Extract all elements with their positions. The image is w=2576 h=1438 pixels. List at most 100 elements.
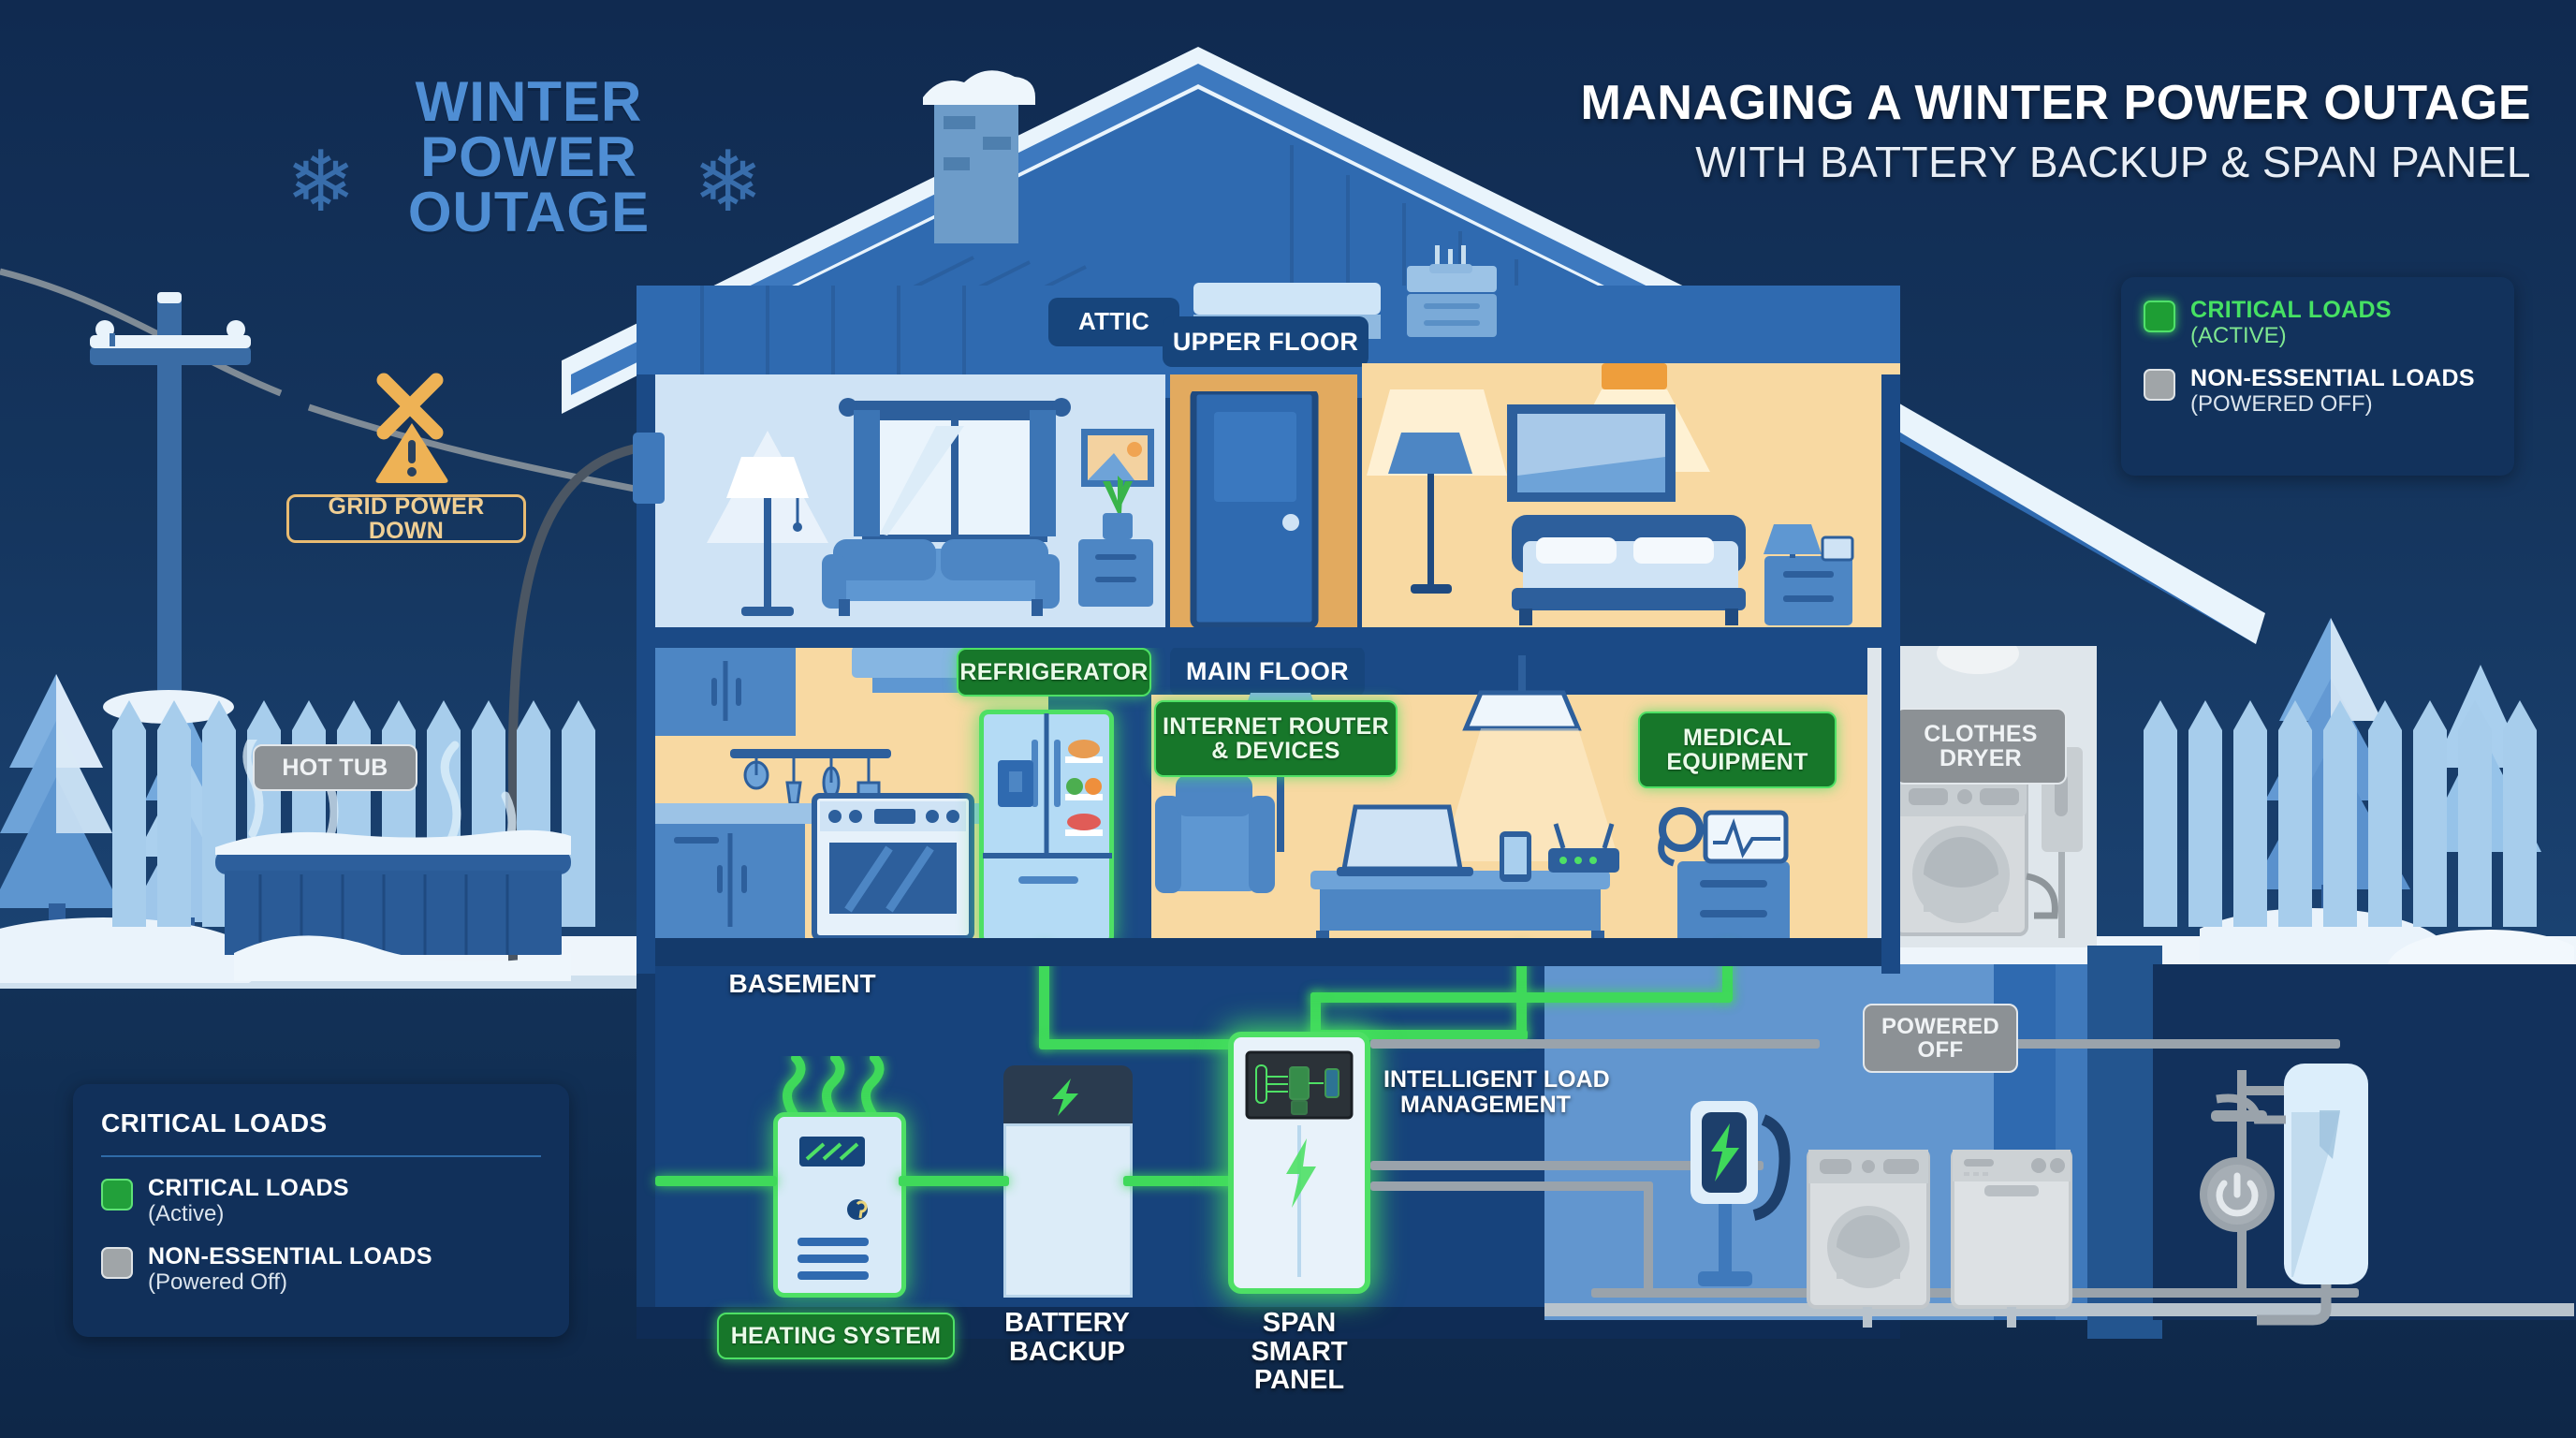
legend-sub-critical: (ACTIVE) bbox=[2190, 323, 2287, 348]
snowflake-icon-right: ❄ bbox=[693, 136, 764, 229]
home-office-contents bbox=[1155, 655, 1790, 947]
internet-router-label-line1: INTERNET ROUTER bbox=[1163, 712, 1389, 740]
legend-bl-title: CRITICAL LOADS bbox=[101, 1108, 328, 1137]
wire-refrigerator-h bbox=[1039, 1039, 1320, 1049]
legend-bl-swatch-grey-icon bbox=[101, 1246, 133, 1279]
span-panel-detail bbox=[1245, 1050, 1354, 1277]
wire-off-dryer bbox=[1370, 1039, 1820, 1049]
laundry-room-contents bbox=[1894, 646, 2083, 938]
picket-fence-right bbox=[2144, 700, 2537, 927]
legend-label-critical: CRITICAL LOADS bbox=[2190, 297, 2392, 323]
overlay-line-2: POWER bbox=[420, 125, 637, 188]
wire-router-h bbox=[1310, 1030, 1528, 1040]
intelligent-load-management-label: INTELLIGENT LOAD MANAGEMENT bbox=[1383, 1067, 1711, 1117]
legend-bl-item-critical: CRITICAL LOADS (Active) bbox=[101, 1176, 541, 1227]
wire-panel-battery bbox=[1123, 1176, 1236, 1186]
wire-furnace-left bbox=[655, 1176, 777, 1186]
furnace-detail bbox=[798, 1137, 869, 1280]
service-drop-cable bbox=[507, 440, 661, 974]
attic-label: ATTIC bbox=[1048, 298, 1179, 346]
refrigerator-detail bbox=[983, 713, 1112, 884]
battery-backup-icon bbox=[1003, 1123, 1133, 1298]
powered-off-line2: OFF bbox=[1917, 1037, 1964, 1063]
load-mgmt-line2: MANAGEMENT bbox=[1400, 1091, 1571, 1118]
page-title: MANAGING A WINTER POWER OUTAGE WITH BATT… bbox=[1581, 75, 2531, 187]
medical-equipment-label-line2: EQUIPMENT bbox=[1666, 749, 1808, 775]
heating-system-badge: HEATING SYSTEM bbox=[717, 1313, 955, 1359]
water-heater-pipe bbox=[2237, 1070, 2247, 1093]
legend-bl-label-critical: CRITICAL LOADS bbox=[148, 1175, 349, 1201]
span-label-line2: SMART PANEL bbox=[1251, 1336, 1348, 1396]
sub-title: WITH BATTERY BACKUP & SPAN PANEL bbox=[1695, 138, 2531, 186]
wire-off-down bbox=[1644, 1181, 1653, 1294]
load-mgmt-line1: INTELLIGENT LOAD bbox=[1383, 1066, 1610, 1093]
heating-system-label: HEATING SYSTEM bbox=[730, 1322, 942, 1349]
battery-backup-label: BATTERY BACKUP bbox=[973, 1309, 1161, 1366]
garage-floor-line bbox=[1544, 1303, 2574, 1316]
hot-tub-icon bbox=[215, 740, 571, 981]
chimney-icon bbox=[923, 70, 1035, 243]
wire-medical bbox=[1722, 946, 1733, 1002]
overlay-line-1: WINTER bbox=[415, 70, 643, 133]
wire-medical-v bbox=[1310, 992, 1321, 1067]
clothes-dryer-badge: CLOTHES DRYER bbox=[1895, 708, 2067, 785]
hot-tub-badge: HOT TUB bbox=[253, 744, 417, 791]
legend-item-critical: CRITICAL LOADS (ACTIVE) bbox=[2144, 298, 2492, 349]
legend-bl-sub-critical: (Active) bbox=[148, 1201, 225, 1226]
refrigerator-badge: REFRIGERATOR bbox=[957, 648, 1151, 697]
main-floor-label: MAIN FLOOR bbox=[1170, 646, 1365, 697]
winter-power-outage-overlay: WINTER POWER OUTAGE bbox=[332, 70, 725, 243]
attic-label-text: ATTIC bbox=[1077, 307, 1150, 336]
side-roof bbox=[1881, 403, 2265, 644]
wire-battery-furnace bbox=[899, 1176, 1009, 1186]
house-left-wall bbox=[637, 374, 655, 974]
wire-off-dryer-2 bbox=[1947, 1039, 2340, 1049]
overlay-line-3: OUTAGE bbox=[407, 180, 651, 243]
clothes-dryer-label-line2: DRYER bbox=[1939, 745, 2023, 771]
legend-swatch-green-icon bbox=[2144, 301, 2175, 332]
hot-tub-label: HOT TUB bbox=[282, 754, 388, 781]
legend-bl-swatch-green-icon bbox=[101, 1179, 133, 1211]
main-title: MANAGING A WINTER POWER OUTAGE bbox=[1580, 76, 2531, 130]
powered-off-line1: POWERED bbox=[1881, 1013, 2000, 1039]
snow-mound-left bbox=[0, 917, 262, 983]
bedroom-contents bbox=[1367, 363, 1854, 625]
wire-refrigerator bbox=[1039, 946, 1049, 1049]
battery-label-line1: BATTERY bbox=[1004, 1308, 1130, 1338]
legend-top-right: CRITICAL LOADS (ACTIVE) NON-ESSENTIAL LO… bbox=[2121, 277, 2514, 476]
legend-bl-label-nonessential: NON-ESSENTIAL LOADS bbox=[148, 1242, 432, 1269]
refrigerator-label: REFRIGERATOR bbox=[959, 658, 1149, 685]
grid-power-down-label: GRID POWER DOWN bbox=[328, 492, 485, 544]
washing-machine-icon bbox=[1807, 1150, 1930, 1328]
warning-triangle-icon bbox=[375, 423, 448, 483]
water-heater-icon bbox=[2200, 1064, 2368, 1326]
ev-charger-icon bbox=[1690, 1101, 1791, 1286]
heat-wave-icon bbox=[783, 1056, 885, 1119]
span-panel-label: SPAN SMART PANEL bbox=[1206, 1309, 1393, 1395]
door-icon bbox=[1190, 391, 1319, 629]
main-floor-label-text: MAIN FLOOR bbox=[1186, 656, 1349, 685]
grid-power-down-badge: GRID POWER DOWN bbox=[286, 494, 526, 543]
floor-divider-upper bbox=[655, 627, 1881, 648]
internet-router-label-line2: & DEVICES bbox=[1211, 738, 1340, 764]
wire-off-main bbox=[1370, 1181, 1651, 1191]
battery-label-line2: BACKUP bbox=[1008, 1336, 1126, 1367]
medical-equipment-label-line1: MEDICAL bbox=[1683, 724, 1792, 751]
legend-bl-sub-nonessential: (Powered Off) bbox=[148, 1269, 287, 1295]
house-right-wall bbox=[1881, 374, 1900, 974]
internet-router-badge: INTERNET ROUTER & DEVICES bbox=[1154, 700, 1398, 777]
dishwasher-icon bbox=[1951, 1150, 2072, 1328]
clothes-dryer-label-line1: CLOTHES bbox=[1924, 720, 2038, 747]
legend-sub-nonessential: (POWERED OFF) bbox=[2190, 390, 2373, 417]
span-label-line1: SPAN bbox=[1262, 1308, 1337, 1338]
upper-floor-label-text: UPPER FLOOR bbox=[1172, 327, 1359, 356]
snowflake-icon-left: ❄ bbox=[285, 136, 357, 229]
floor-divider-main bbox=[655, 938, 1881, 966]
legend-bottom-left: CRITICAL LOADS CRITICAL LOADS (Active) N… bbox=[73, 1084, 569, 1337]
garage-pillar-2 bbox=[2087, 946, 2162, 1339]
powered-off-badge: POWERED OFF bbox=[1863, 1004, 2018, 1073]
x-mark-icon bbox=[376, 373, 444, 440]
legend-swatch-grey-icon bbox=[2144, 368, 2175, 401]
legend-label-nonessential: NON-ESSENTIAL LOADS bbox=[2190, 364, 2475, 391]
legend-item-nonessential: NON-ESSENTIAL LOADS (POWERED OFF) bbox=[2144, 364, 2492, 418]
